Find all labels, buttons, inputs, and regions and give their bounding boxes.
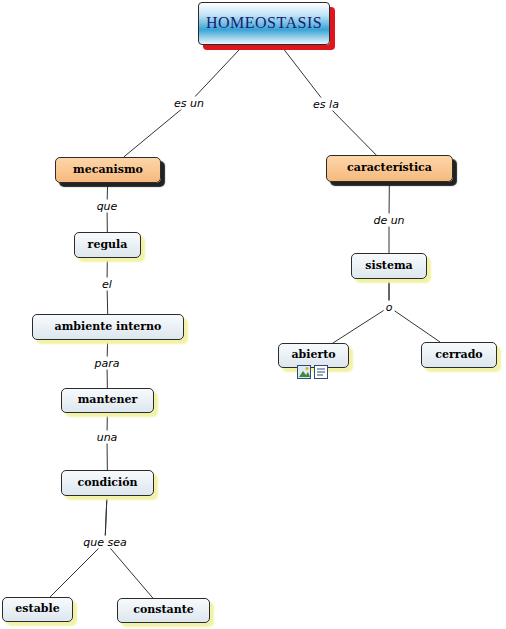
connector-line [389, 279, 440, 342]
concept-text: abierto [291, 349, 335, 362]
title-box: HOMEOSTASIS [198, 2, 330, 45]
linking-phrase: que [95, 200, 120, 213]
concept-box: estable [2, 597, 73, 622]
linking-phrase: que sea [81, 536, 128, 549]
concept-text: constante [133, 604, 194, 617]
concept-box: cerrado [421, 342, 497, 368]
concept-box: sistema [351, 253, 427, 279]
concept-text: regula [88, 239, 128, 252]
concept-text: mecanismo [73, 164, 143, 177]
concept-box: regula [74, 232, 141, 258]
concept-text: HOMEOSTASIS [206, 14, 322, 32]
linking-phrase: el [100, 278, 114, 291]
connector-line [281, 45, 377, 155]
concept-box: mecanismo [55, 157, 161, 183]
linking-phrase: de un [371, 214, 406, 227]
concept-box: abierto [278, 343, 349, 368]
document-icon-lines [317, 369, 325, 375]
linking-phrase: o [384, 301, 395, 314]
concept-text: condición [77, 477, 137, 490]
concept-text: sistema [365, 260, 412, 273]
image-icon-sun [306, 367, 309, 370]
concept-box: característica [326, 155, 453, 182]
linking-phrase: es un [172, 97, 206, 110]
concept-box: ambiente interno [32, 314, 184, 340]
connector-line [333, 279, 389, 343]
resource-icon [298, 366, 311, 379]
image-icon-mark [299, 371, 310, 377]
resource-icon [315, 366, 328, 379]
concept-box: constante [117, 598, 210, 623]
linking-phrase: es la [311, 98, 341, 111]
image-icon [298, 366, 311, 379]
concept-box: condición [61, 470, 154, 496]
concept-text: característica [347, 162, 432, 175]
concept-text: estable [15, 603, 59, 616]
concept-text: cerrado [435, 349, 482, 362]
document-icon [315, 366, 328, 379]
connector-line [124, 45, 244, 157]
linking-phrase: una [95, 431, 120, 444]
concept-text: ambiente interno [55, 321, 162, 334]
concept-box: mantener [61, 388, 154, 413]
concept-text: mantener [78, 394, 138, 407]
linking-phrase: para [93, 357, 122, 370]
